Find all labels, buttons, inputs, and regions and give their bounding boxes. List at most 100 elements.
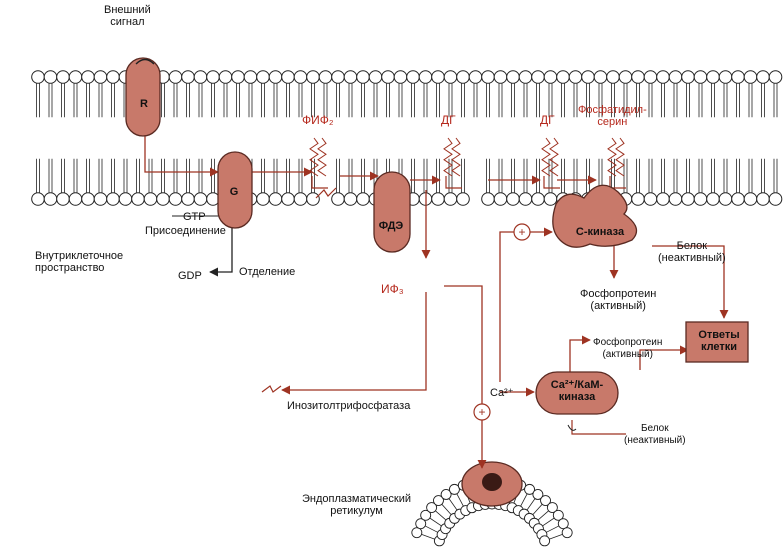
lipid-head: [356, 192, 370, 206]
lipid-head: [531, 192, 545, 206]
er-membrane: [411, 461, 573, 547]
c-kinase-shape: [552, 184, 638, 248]
lipid-head: [443, 70, 458, 84]
lipid-head: [543, 70, 558, 84]
protein-to-responses-arrow: [652, 245, 729, 319]
lipid-head: [606, 70, 620, 84]
lipid-head: [331, 192, 345, 206]
lipid-head: [318, 70, 333, 84]
er-lipid-head: [433, 495, 444, 506]
lipid-head: [206, 70, 220, 84]
lipid-head: [343, 192, 358, 206]
er-channel-pore: [482, 473, 502, 491]
lipid-head: [431, 192, 445, 206]
lipid-head: [306, 192, 320, 206]
lipid-head: [56, 70, 70, 84]
dg-lipid-2-head: [543, 176, 560, 189]
lipid-head: [193, 192, 208, 206]
lipid-head: [531, 70, 545, 84]
g-protein-shape: [217, 151, 253, 229]
lipid-head: [306, 70, 320, 84]
detachment-label: Отделение: [239, 266, 296, 278]
inositol-triphosphatase-label: Инозитолтрифосфатаза: [287, 400, 411, 412]
lipid-head: [656, 192, 670, 206]
lipid-head: [56, 192, 70, 206]
lipid-head: [243, 70, 258, 84]
cell-responses-label: Ответы клетки: [698, 329, 740, 353]
lipid-head: [406, 70, 420, 84]
lipid-head: [193, 70, 208, 84]
lipid-head: [368, 70, 383, 84]
lipid-head: [268, 70, 283, 84]
lipid-head: [456, 192, 470, 206]
lipid-head: [231, 70, 245, 84]
lipid-head: [681, 70, 695, 84]
lipid-head: [756, 192, 770, 206]
er-lipid-head: [557, 518, 569, 530]
c-kinase-label: С-киназа: [575, 226, 625, 238]
lipid-head: [106, 192, 120, 206]
lipid-head: [393, 70, 408, 84]
lipid-head: [343, 70, 358, 84]
er-lipid-head: [420, 509, 432, 521]
lipid-head: [518, 70, 533, 84]
plus-sign-2: +: [478, 405, 485, 419]
pip2-lipid-head: [311, 176, 328, 189]
cell-responses-box: [685, 321, 749, 363]
g-protein-label: G: [229, 186, 239, 198]
lipid-head: [493, 192, 508, 206]
er-label: Эндоплазматический ретикулум: [302, 493, 412, 517]
lipid-head: [731, 192, 745, 206]
lipid-head: [681, 192, 695, 206]
lipid-head: [93, 192, 108, 206]
phosphoprotein-to-responses-arrow: [639, 345, 689, 370]
lipid-head: [518, 192, 533, 206]
dg-label-1: ДГ: [441, 113, 456, 127]
lipid-head: [481, 192, 495, 206]
lipid-head: [631, 192, 645, 206]
gtp-label: GTP: [183, 211, 206, 223]
er-lipid-head: [426, 502, 438, 513]
lipid-head: [181, 70, 195, 84]
lipid-head: [118, 192, 133, 206]
ca-label: Ca²⁺: [490, 387, 514, 399]
kam-to-protein-line: [571, 420, 626, 435]
lipid-head: [668, 70, 683, 84]
lipid-head: [281, 192, 295, 206]
lipid-head: [106, 70, 120, 84]
lipid-head: [706, 192, 720, 206]
er-lipid-head: [539, 535, 551, 547]
lipid-head: [468, 70, 483, 84]
lipid-head: [68, 70, 83, 84]
kam-to-phosphoprotein-arrow: [569, 335, 591, 376]
lipid-head: [568, 70, 583, 84]
ca-kam-kinase-shape: [535, 371, 619, 415]
pde-label: ФДЭ: [378, 220, 404, 232]
lipid-head: [493, 70, 508, 84]
pde-shape: [373, 171, 411, 253]
phosphatidylserine-label: Фосфатидил- серин: [578, 104, 647, 128]
ca-kam-kinase-label: Ca²⁺/КаМ- киназа: [550, 379, 604, 403]
ca-to-c-kinase-arrow: [499, 227, 553, 382]
lipid-head: [756, 70, 770, 84]
lipid-head: [418, 70, 433, 84]
phosphoprotein-active-label-1: Фосфопротеин (активный): [580, 288, 657, 312]
lipid-head: [168, 70, 183, 84]
lipid-head: [668, 192, 683, 206]
receptor-label: R: [140, 98, 148, 110]
lipid-head: [731, 70, 745, 84]
er-lipid-head: [546, 502, 558, 513]
lipid-head: [81, 70, 95, 84]
dg-lipid-2-tail-a: [541, 137, 551, 177]
lipid-head: [581, 70, 595, 84]
er-lipid-head: [540, 495, 551, 506]
receptor-shape: [125, 57, 161, 137]
gdp-arrow: [209, 226, 233, 277]
phosphatidylserine-lipid-tail-a: [607, 137, 617, 177]
lipid-head: [293, 70, 308, 84]
lipid-head: [293, 192, 308, 206]
lipid-head: [356, 70, 370, 84]
lipid-head: [768, 192, 783, 206]
lipid-head: [693, 192, 708, 206]
